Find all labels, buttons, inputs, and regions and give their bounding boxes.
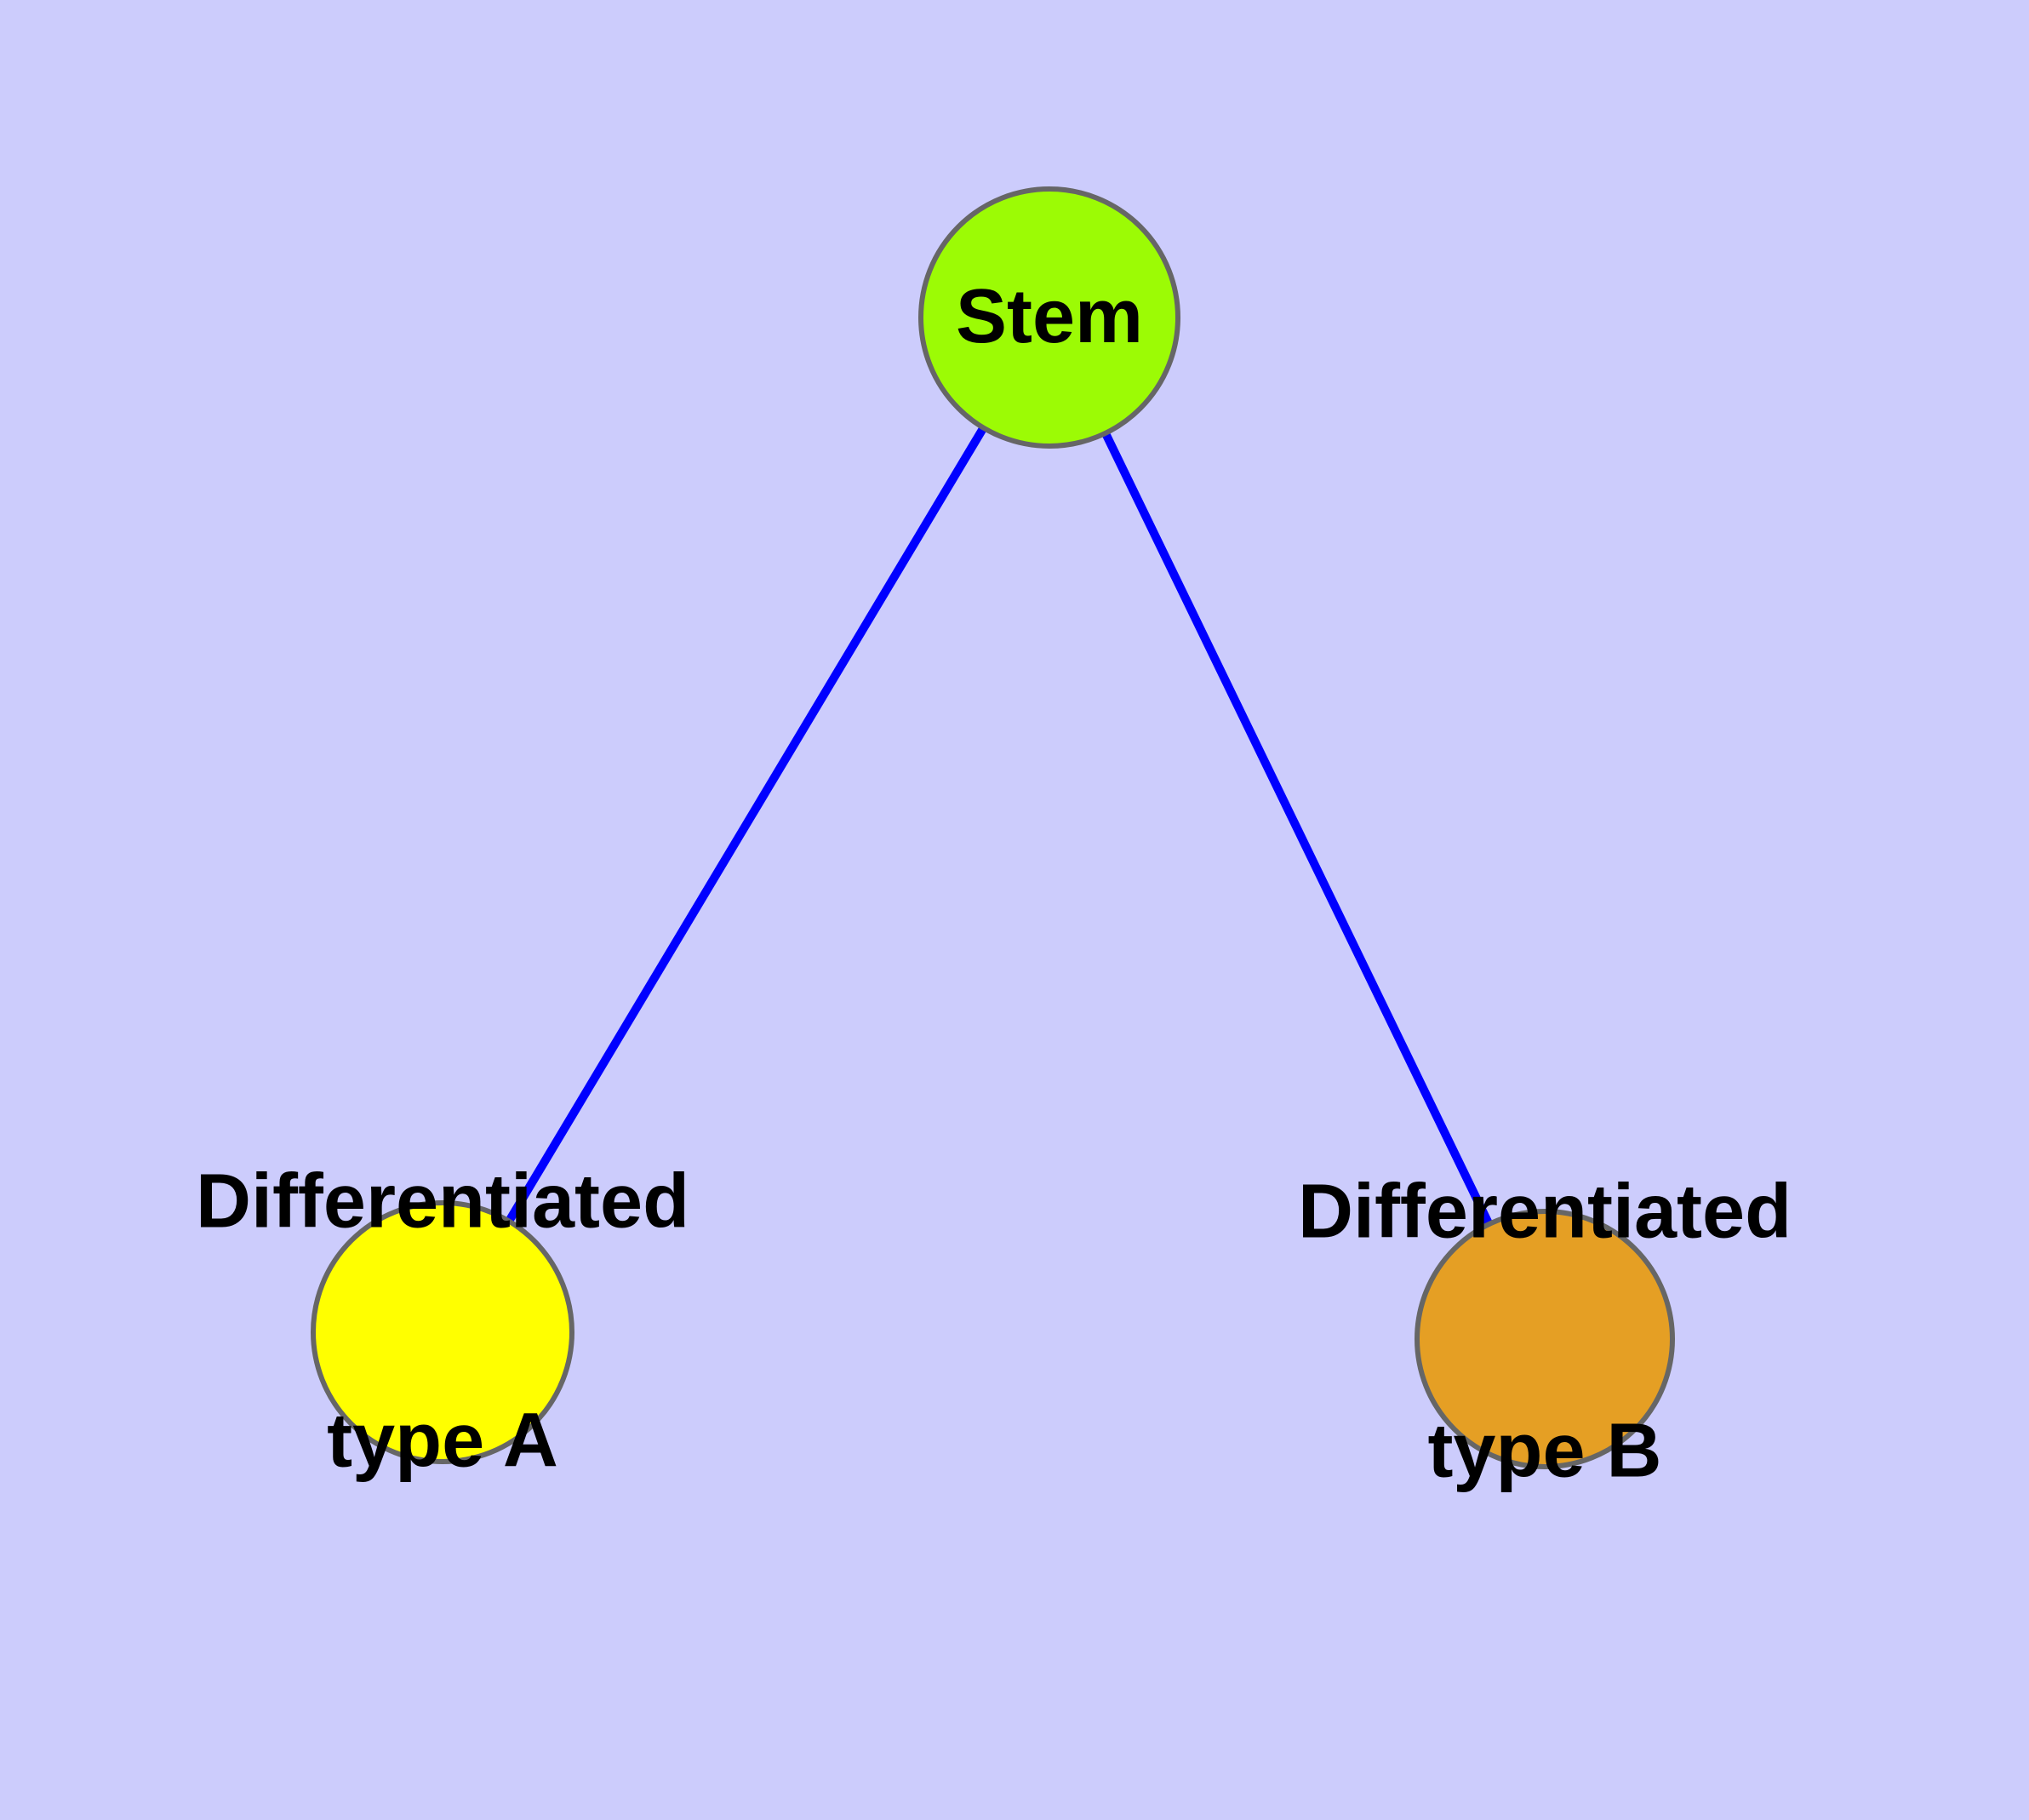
node-circle-stem[interactable] (918, 186, 1180, 449)
edge-stem-to-type-a[interactable] (505, 426, 987, 1224)
edge-stem-to-type-b[interactable] (1101, 431, 1494, 1227)
node-circle-type-a[interactable] (311, 1200, 574, 1464)
node-circle-type-b[interactable] (1415, 1209, 1675, 1469)
edges-layer (505, 426, 1494, 1227)
nodes-layer (311, 186, 1675, 1469)
